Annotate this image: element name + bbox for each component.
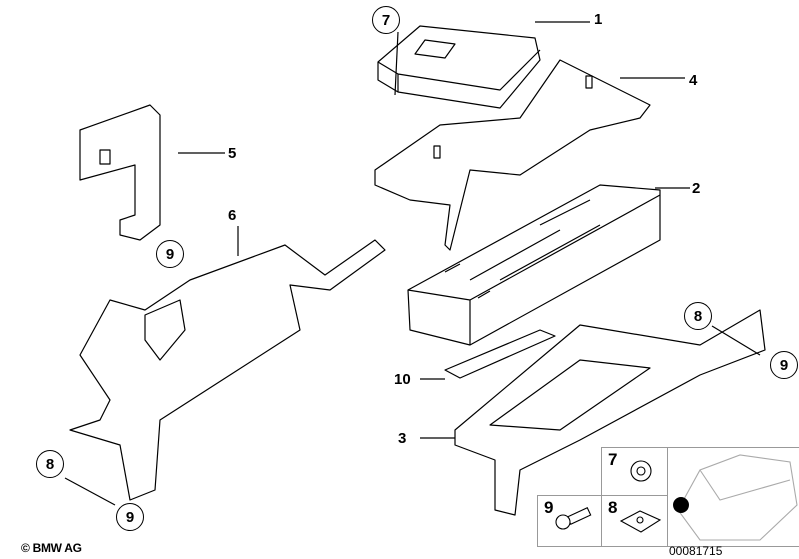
pad-part-10 [420,329,556,380]
callout-9: 9 [770,351,798,379]
callout-9: 9 [156,240,184,268]
label-part-3: 3 [398,430,407,447]
diagram-number: 00081715 [669,544,723,558]
callout-8: 8 [36,450,64,478]
bracket-part-5 [79,104,225,241]
bolt-part-9 [555,506,592,530]
car-locator-cell [667,447,799,547]
tray-part-3 [420,309,766,516]
label-part-4: 4 [689,72,698,89]
label-part-6: 6 [228,207,237,224]
control-unit-part-1 [377,21,590,109]
label-part-2: 2 [692,180,701,197]
label-part-10: 10 [394,371,411,388]
car-locator [677,454,798,541]
callout-9: 9 [116,503,144,531]
amplifier-part-2 [407,184,690,346]
clip-label: 8 [608,498,618,517]
bracket-part-4 [374,59,685,251]
location-marker [673,497,689,513]
callout-7: 7 [372,6,400,34]
clip-part-8 [619,510,662,533]
nut-label: 7 [608,450,618,469]
callout-8: 8 [684,302,712,330]
nut-part-7 [630,460,652,482]
label-part-1: 1 [594,11,603,28]
label-part-5: 5 [228,145,237,162]
copyright: © BMW AG [21,541,82,555]
bolt-label: 9 [544,498,554,517]
bracket-part-6 [64,226,386,506]
